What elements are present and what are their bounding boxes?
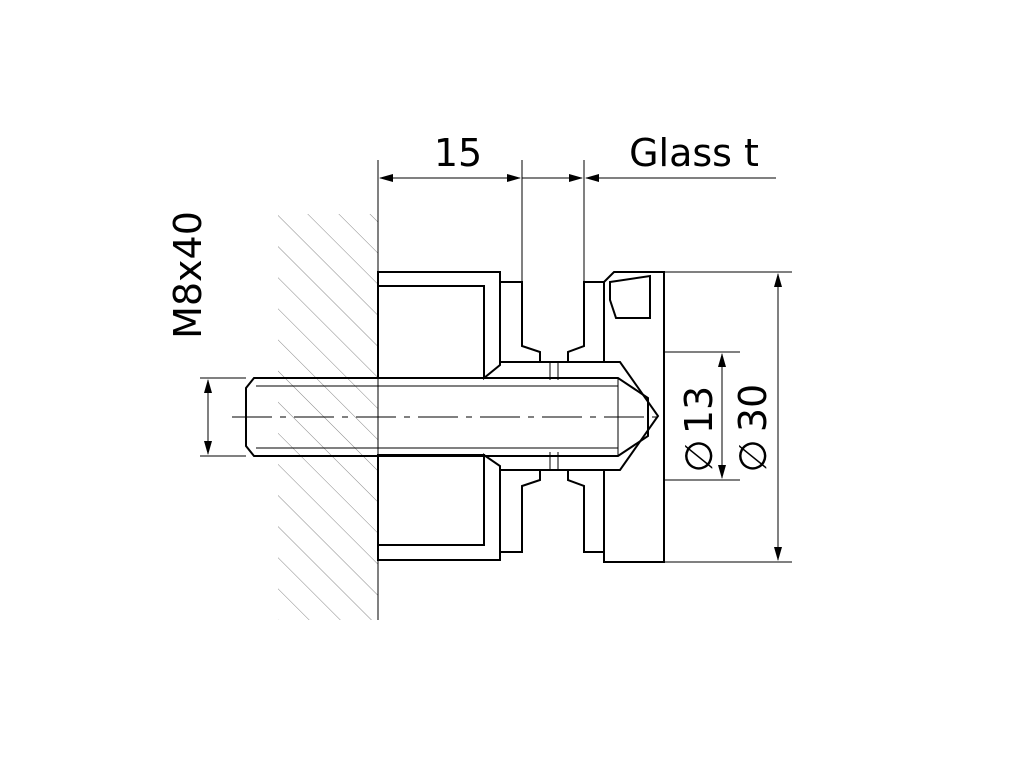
dimension-30-label: 30: [731, 384, 775, 432]
spacer-body: [377, 271, 501, 561]
dimension-30: ∅ 30: [664, 271, 792, 563]
dimension-bolt-size: M8x40: [166, 211, 246, 457]
dimension-bolt-label: M8x40: [166, 211, 210, 339]
bolt: [232, 377, 660, 457]
dimension-13-label: 13: [677, 386, 721, 434]
dimension-13: ∅ 13: [664, 351, 740, 481]
dimension-glass-label: Glass t: [629, 131, 759, 175]
dimension-15-label: 15: [434, 131, 482, 175]
dimension-15: 15: [377, 131, 523, 282]
dimension-13-symbol: ∅: [677, 439, 721, 472]
dimension-glass-thickness: Glass t: [522, 131, 776, 282]
dimension-30-symbol: ∅: [731, 439, 775, 472]
